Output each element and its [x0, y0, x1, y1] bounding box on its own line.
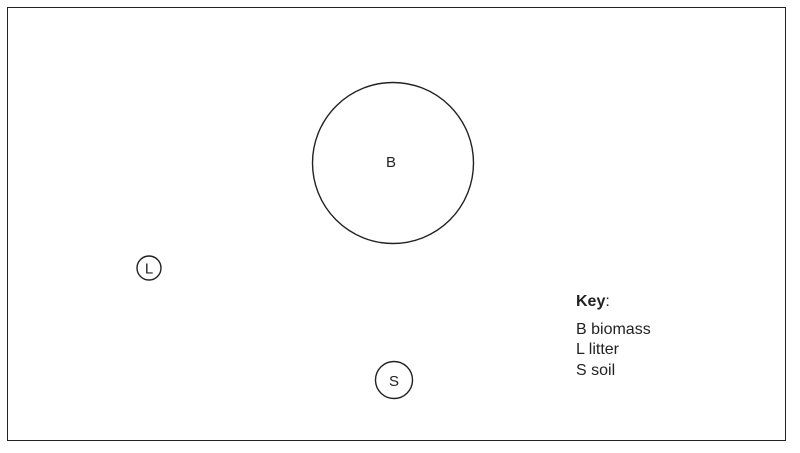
- key-legend: Key: B biomass L litter S soil: [576, 292, 651, 381]
- soil-node: S: [374, 360, 414, 400]
- key-item-letter: L: [576, 341, 585, 358]
- key-title-colon: :: [605, 293, 610, 310]
- litter-node: L: [136, 255, 162, 281]
- litter-circle: [136, 255, 162, 281]
- key-item-text: litter: [588, 341, 619, 358]
- key-title: Key:: [576, 292, 651, 313]
- key-item-text: soil: [591, 361, 616, 379]
- key-item-text: biomass: [591, 320, 651, 338]
- key-item-soil: S soil: [576, 361, 651, 382]
- diagram-frame: [7, 7, 786, 441]
- key-item-letter: B: [576, 320, 587, 338]
- soil-letter: S: [389, 373, 399, 390]
- soil-circle: [374, 360, 414, 400]
- key-item-litter: L litter: [576, 340, 651, 361]
- biomass-letter: B: [386, 154, 396, 171]
- key-item-letter: S: [576, 361, 587, 379]
- key-title-text: Key: [576, 293, 606, 310]
- biomass-node: B: [311, 81, 475, 245]
- key-item-biomass: B biomass: [576, 320, 651, 341]
- litter-letter: L: [145, 261, 153, 278]
- biomass-circle: [311, 81, 475, 245]
